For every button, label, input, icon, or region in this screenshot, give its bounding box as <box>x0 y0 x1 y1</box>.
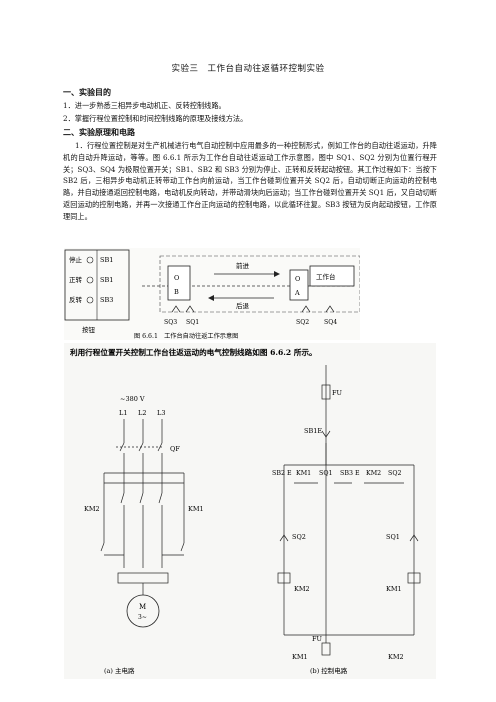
objective-2: 2．掌握行程位置控制和时间控制线路的原理及接线方法。 <box>63 114 248 123</box>
panel-label: 按钮 <box>82 325 96 334</box>
worktable-label: 工作台 <box>316 272 336 281</box>
figure1-caption: 图 6.6.1 工作台自动往返工作示意图 <box>134 332 238 340</box>
coil-km2: KM2 <box>294 585 310 593</box>
limit-sq1: SQ1 <box>386 533 400 541</box>
ctrl-km2: KM2 <box>366 470 381 477</box>
fuse-top: FU <box>332 389 343 397</box>
ctrl-sb2: SB2 E <box>272 470 292 477</box>
motor-icon <box>126 594 160 628</box>
btn-stop-code: SB1 <box>100 256 113 264</box>
btn-reverse-label: 反转 <box>69 295 83 304</box>
block-b-bottom: A <box>294 289 300 297</box>
switch-sq3: SQ3 <box>164 319 177 326</box>
back-label: 后退 <box>236 301 250 310</box>
btn-stop-label: 停止 <box>69 255 83 264</box>
caption-main-circuit: (a) 主电路 <box>104 666 135 675</box>
worktable-box <box>309 265 355 287</box>
phase-l3: L3 <box>157 409 165 417</box>
rail-frame <box>159 255 360 313</box>
main-circuit-wires <box>100 419 185 584</box>
left-stop-block <box>167 265 191 301</box>
worktable-diagram: 停止 SB1 正转 SB1 反转 SB3 按钮 O B 前进 后退 O A 工作… <box>64 248 360 340</box>
contactor-km1-main: KM1 <box>188 505 204 513</box>
limit-sq2: SQ2 <box>292 533 306 541</box>
motor-phase-label: 3~ <box>138 614 147 621</box>
switch-sq1: SQ1 <box>186 319 199 326</box>
bottom-km1: KM1 <box>292 653 308 661</box>
ctrl-sb3: SB3 E <box>340 470 360 477</box>
right-stop-block <box>289 269 309 301</box>
reverse-button-icon <box>86 296 94 304</box>
forward-button-icon <box>86 276 94 284</box>
switch-sq4: SQ4 <box>324 319 337 326</box>
control-circuit-diagram: 利用行程位置开关控制工作台往返运动的电气控制线路如图 6.6.2 所示。 ~38… <box>64 343 436 679</box>
section2-heading: 二、实验原理和电路 <box>63 128 135 137</box>
section1-heading: 一、实验目的 <box>63 88 111 97</box>
bottom-km2: KM2 <box>388 653 404 661</box>
ctrl-sq2: SQ2 <box>388 470 401 477</box>
principle-paragraph: 1．行程位置控制是对生产机械进行电气自动控制中应用最多的一种控制形式，例如工作台… <box>63 141 437 221</box>
contactor-km2-main: KM2 <box>84 505 100 513</box>
btn-reverse-code: SB3 <box>100 296 113 304</box>
block-a-bottom: B <box>174 288 179 296</box>
stop-button-icon <box>86 256 94 264</box>
supply-voltage: ~380 V <box>120 395 145 403</box>
block-b-top: O <box>295 275 300 283</box>
page-title: 实验三 工作台自动往返循环控制实验 <box>171 64 325 74</box>
phase-l1: L1 <box>119 409 127 417</box>
motor-label: M <box>139 603 146 611</box>
caption-control-circuit: (b) 控制电路 <box>310 666 348 675</box>
ctrl-sq1: SQ1 <box>319 470 332 477</box>
block-a-top: O <box>174 274 179 282</box>
stop-button-sb1: SB1E <box>304 427 322 435</box>
switch-sq2: SQ2 <box>296 319 309 326</box>
coil-km1: KM1 <box>386 585 402 593</box>
ctrl-km1: KM1 <box>296 470 311 477</box>
btn-forward-label: 正转 <box>69 275 83 284</box>
btn-forward-code: SB1 <box>100 276 113 284</box>
objective-1: 1．进一步熟悉三相异步电动机正、反转控制线路。 <box>63 101 226 110</box>
breaker-qf: QF <box>170 445 180 453</box>
figure2-intro: 利用行程位置开关控制工作台往返运动的电气控制线路如图 6.6.2 所示。 <box>70 347 317 357</box>
control-circuit-wires <box>277 365 421 656</box>
phase-l2: L2 <box>138 409 146 417</box>
fuse-bottom: FU <box>312 635 323 643</box>
forward-label: 前进 <box>236 261 250 270</box>
